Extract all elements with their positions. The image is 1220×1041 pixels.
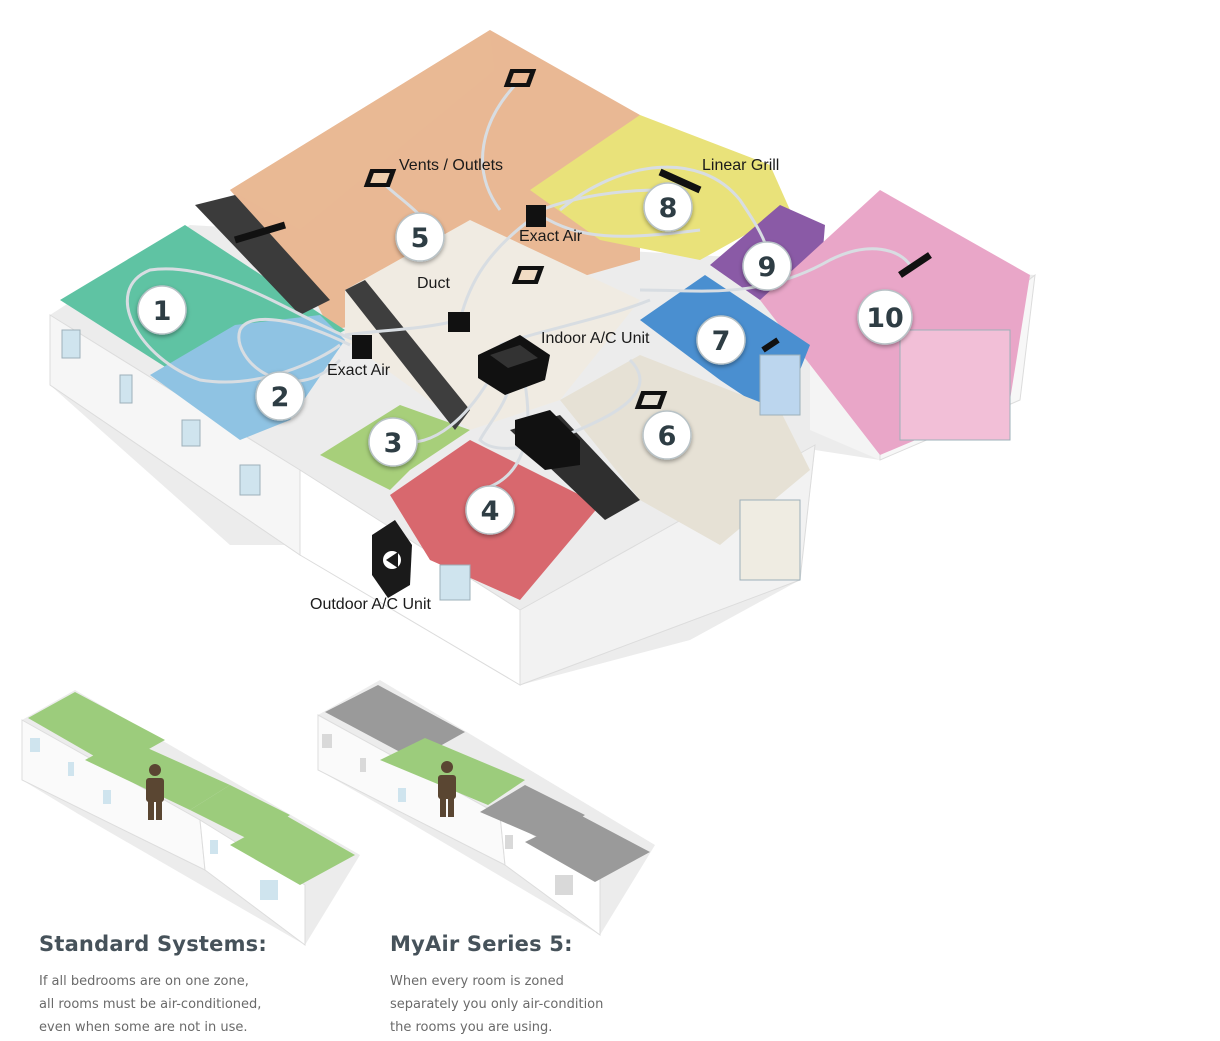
myair-series-caption: MyAir Series 5: When every room is zoned… bbox=[390, 932, 690, 1039]
vent-outlet-icon bbox=[363, 169, 397, 187]
svg-text:8: 8 bbox=[659, 193, 678, 224]
myair-line-3: the rooms you are using. bbox=[390, 1020, 553, 1035]
myair-line-1: When every room is zoned bbox=[390, 974, 564, 989]
myair-line-2: separately you only air-condition bbox=[390, 997, 604, 1012]
vent-outlet-icon bbox=[634, 391, 668, 409]
exact-air-damper-icon bbox=[526, 205, 546, 227]
person-icon bbox=[146, 764, 164, 820]
standard-systems-title: Standard Systems: bbox=[39, 932, 267, 956]
label-duct: Duct bbox=[417, 275, 450, 292]
zone-marker: 3 bbox=[368, 417, 418, 467]
vent-outlet-icon bbox=[503, 69, 537, 87]
hvac-components bbox=[233, 69, 932, 598]
svg-text:4: 4 bbox=[481, 496, 500, 527]
person-icon bbox=[438, 761, 456, 817]
zone-marker: 4 bbox=[465, 485, 515, 535]
windows bbox=[61, 329, 1011, 601]
linear-grill-icon bbox=[658, 168, 702, 194]
zone-marker: 6 bbox=[642, 410, 692, 460]
zone-marker: 7 bbox=[696, 315, 746, 365]
svg-text:9: 9 bbox=[758, 252, 777, 283]
svg-text:7: 7 bbox=[712, 326, 731, 357]
myair-system-house bbox=[317, 680, 655, 936]
zone-marker: 9 bbox=[742, 241, 792, 291]
vent-outlet-icon bbox=[511, 266, 545, 284]
standard-line-1: If all bedrooms are on one zone, bbox=[39, 974, 249, 989]
zone-marker: 1 bbox=[137, 285, 187, 335]
zone-marker: 8 bbox=[643, 182, 693, 232]
svg-text:2: 2 bbox=[271, 382, 290, 413]
linear-grill-icon bbox=[761, 337, 780, 353]
zone-marker: 10 bbox=[857, 289, 913, 345]
standard-systems-text: If all bedrooms are on one zone, all roo… bbox=[39, 970, 339, 1039]
svg-text:6: 6 bbox=[658, 421, 677, 452]
duct-junction-icon bbox=[448, 312, 470, 332]
svg-text:1: 1 bbox=[153, 296, 172, 327]
zone-markers: 1 2 3 4 5 6 7 8 9 10 bbox=[137, 182, 913, 535]
svg-text:10: 10 bbox=[866, 303, 904, 334]
myair-series-title: MyAir Series 5: bbox=[390, 932, 573, 956]
myair-series-text: When every room is zoned separately you … bbox=[390, 970, 690, 1039]
zone-marker: 5 bbox=[395, 212, 445, 262]
standard-system-house bbox=[21, 690, 360, 946]
zone-back-wall-5 bbox=[230, 30, 495, 230]
label-vents-outlets: Vents / Outlets bbox=[399, 157, 503, 174]
standard-line-3: even when some are not in use. bbox=[39, 1020, 248, 1035]
indoor-ac-unit-icon bbox=[478, 335, 550, 395]
exact-air-damper-icon bbox=[352, 335, 372, 359]
label-outdoor-ac-unit: Outdoor A/C Unit bbox=[310, 596, 432, 613]
label-exact-air-left: Exact Air bbox=[327, 362, 391, 379]
outdoor-ac-unit-icon bbox=[372, 520, 412, 598]
zone-marker: 2 bbox=[255, 371, 305, 421]
return-air-box-icon bbox=[515, 410, 580, 470]
room-floors bbox=[60, 30, 1030, 600]
linear-grill-icon bbox=[233, 221, 287, 244]
svg-text:5: 5 bbox=[411, 223, 430, 254]
svg-text:3: 3 bbox=[384, 428, 403, 459]
label-indoor-ac-unit: Indoor A/C Unit bbox=[541, 330, 650, 347]
label-linear-grill: Linear Grill bbox=[702, 157, 779, 174]
callout-labels: Vents / Outlets Linear Grill Exact Air D… bbox=[310, 157, 779, 613]
standard-line-2: all rooms must be air-conditioned, bbox=[39, 997, 262, 1012]
label-exact-air-top: Exact Air bbox=[519, 228, 583, 245]
standard-systems-caption: Standard Systems: If all bedrooms are on… bbox=[39, 932, 339, 1039]
linear-grill-icon bbox=[898, 252, 932, 278]
